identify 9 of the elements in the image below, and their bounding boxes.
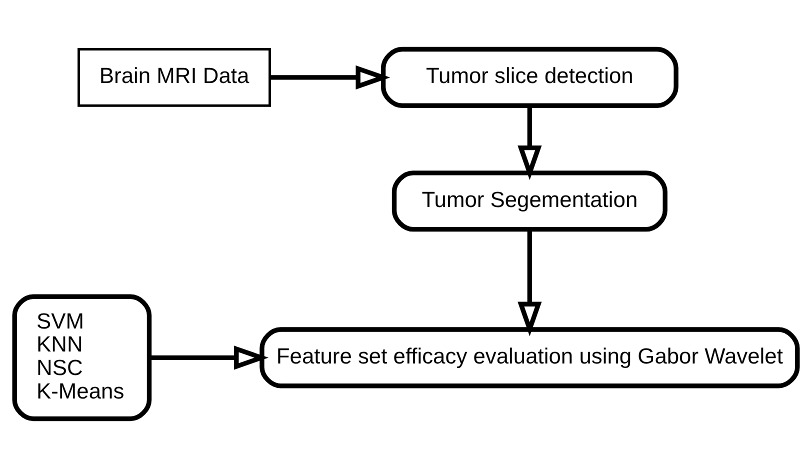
node-box: Feature set efficacy evaluation using Gabor Wavelet (260, 326, 800, 388)
arrow (149, 345, 269, 370)
node-box: Tumor Segementation (392, 170, 668, 232)
arrow (270, 64, 390, 90)
node-box: Brain MRI Data (78, 48, 272, 106)
arrow (518, 105, 542, 180)
arrow (518, 228, 542, 336)
node-box: SVM KNN NSC K-Means (12, 294, 152, 421)
node-box: Tumor slice detection (380, 46, 678, 108)
